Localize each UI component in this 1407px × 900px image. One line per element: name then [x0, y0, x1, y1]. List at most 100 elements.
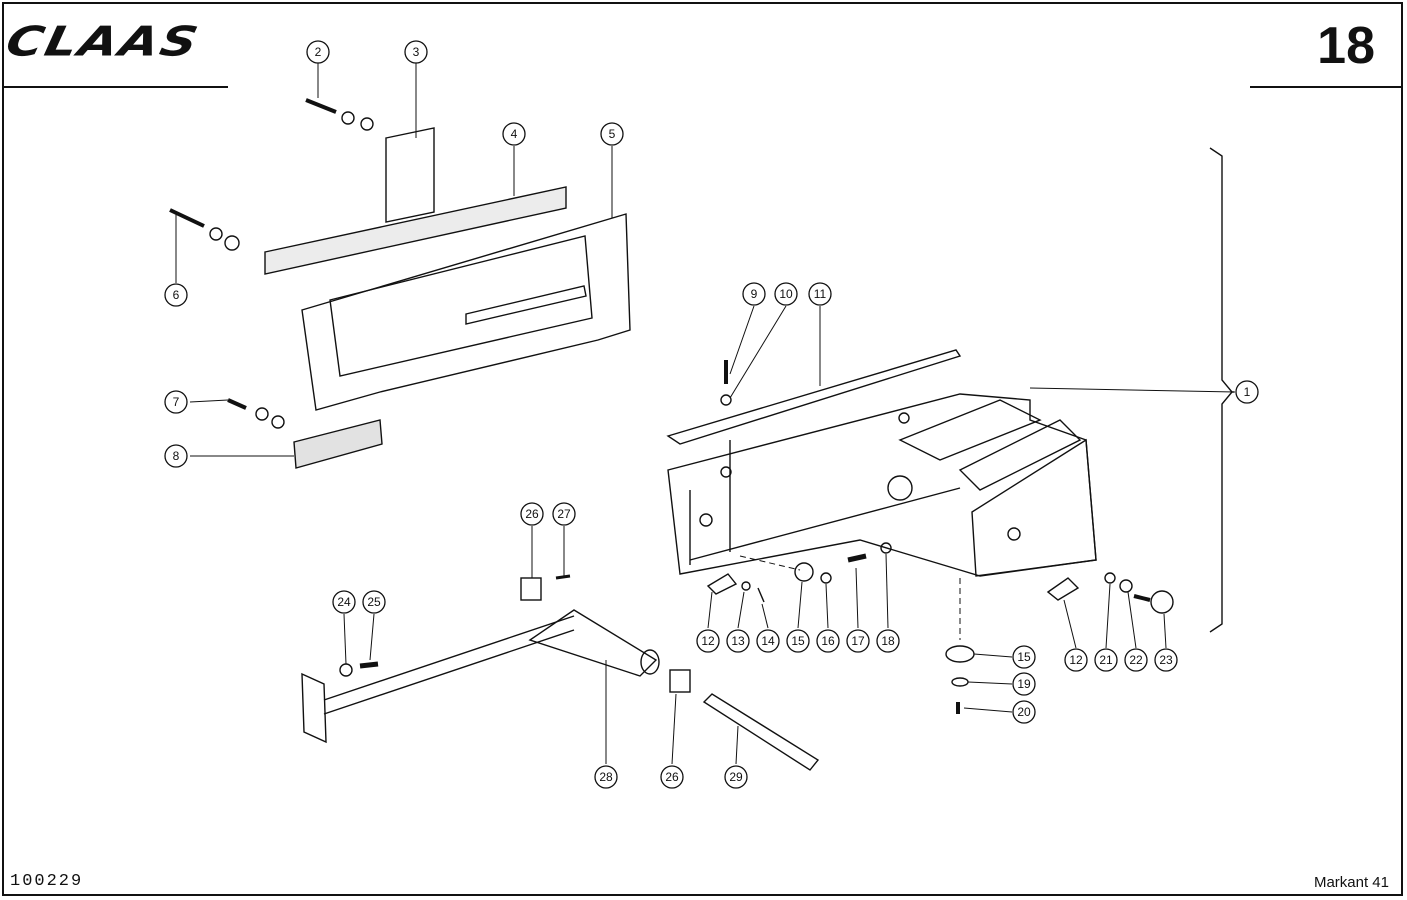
- washer-6: [209, 227, 223, 241]
- svg-text:21: 21: [1099, 653, 1113, 667]
- callout-7: 7: [164, 390, 188, 414]
- svg-text:4: 4: [511, 127, 518, 141]
- part-29-shaft: [702, 693, 820, 771]
- part-22: [1119, 579, 1133, 593]
- svg-text:5: 5: [609, 127, 616, 141]
- part-19: [951, 677, 969, 687]
- part-15-lower: [945, 645, 975, 663]
- svg-text:28: 28: [599, 770, 613, 784]
- part-18: [880, 542, 892, 554]
- part-bolt-7: [227, 398, 247, 410]
- nut-2: [360, 117, 374, 131]
- part-bolt-6: [169, 208, 205, 228]
- callout-11: 11: [808, 282, 832, 306]
- frame-top-rail: [666, 349, 962, 445]
- assembly-bracket: [1209, 147, 1233, 633]
- header-rule-left: [4, 86, 228, 88]
- svg-text:2: 2: [315, 45, 322, 59]
- callout-22: 22: [1124, 648, 1148, 672]
- callout-23: 23: [1154, 648, 1178, 672]
- callout-28: 28: [594, 765, 618, 789]
- part-15: [794, 562, 814, 582]
- part-16: [820, 572, 832, 584]
- frame-gusset-left: [898, 399, 1042, 461]
- part-25: [359, 661, 379, 669]
- callout-10: 10: [774, 282, 798, 306]
- svg-text:15: 15: [1017, 650, 1031, 664]
- part-21: [1104, 572, 1116, 584]
- callout-15: 15: [786, 629, 810, 653]
- frame-hole-left: [699, 513, 713, 527]
- svg-text:8: 8: [173, 449, 180, 463]
- callout-8: 8: [164, 444, 188, 468]
- part-27: [555, 574, 571, 580]
- svg-text:26: 26: [665, 770, 679, 784]
- callout-1: 1: [1235, 380, 1259, 404]
- svg-text:10: 10: [779, 287, 793, 301]
- callout-26-lower: 26: [660, 765, 684, 789]
- frame-nut-2: [898, 412, 910, 424]
- svg-text:12: 12: [701, 634, 715, 648]
- callout-29: 29: [724, 765, 748, 789]
- callout-6: 6: [164, 283, 188, 307]
- frame-hole: [1007, 527, 1021, 541]
- arm-tube-upper: [323, 615, 575, 701]
- part-28-triangle: [528, 609, 658, 677]
- part-strip-4: [264, 186, 567, 275]
- header-rule-right: [1250, 86, 1401, 88]
- frame-bearing: [887, 475, 913, 501]
- part-12-right: [1046, 577, 1080, 601]
- callout-13: 13: [726, 629, 750, 653]
- callout-18: 18: [876, 629, 900, 653]
- svg-text:13: 13: [731, 634, 745, 648]
- callout-26-upper: 26: [520, 502, 544, 526]
- callout-19: 19: [1012, 672, 1036, 696]
- arm-tube-lower: [323, 629, 575, 715]
- callout-27: 27: [552, 502, 576, 526]
- arm-bushing-end: [640, 649, 660, 675]
- part-nut-10: [720, 394, 732, 406]
- frame-box: [971, 438, 1097, 577]
- callout-17: 17: [846, 629, 870, 653]
- callout-3: 3: [404, 40, 428, 64]
- svg-text:1: 1: [1244, 385, 1251, 399]
- svg-text:15: 15: [791, 634, 805, 648]
- callout-20: 20: [1012, 700, 1036, 724]
- part-26-upper: [520, 577, 542, 601]
- svg-text:6: 6: [173, 288, 180, 302]
- callout-25: 25: [362, 590, 386, 614]
- part-13: [741, 581, 751, 591]
- page-number: 18: [1317, 17, 1375, 75]
- panel-slot: [465, 285, 587, 325]
- callout-21: 21: [1094, 648, 1118, 672]
- svg-text:26: 26: [525, 507, 539, 521]
- svg-text:22: 22: [1129, 653, 1143, 667]
- svg-text:12: 12: [1069, 653, 1083, 667]
- svg-text:27: 27: [557, 507, 571, 521]
- part-23-shank: [1133, 594, 1151, 602]
- svg-text:23: 23: [1159, 653, 1173, 667]
- nut-6: [224, 235, 240, 251]
- callout-5: 5: [600, 122, 624, 146]
- svg-text:9: 9: [751, 287, 758, 301]
- frame-lower-edge: [689, 487, 961, 561]
- part-24: [339, 663, 353, 677]
- frame-nut: [720, 466, 732, 478]
- svg-text:20: 20: [1017, 705, 1031, 719]
- callout-12: 12: [696, 629, 720, 653]
- panel-inner-frame: [329, 235, 593, 377]
- svg-text:25: 25: [367, 595, 381, 609]
- drawing-number: 100229: [10, 872, 84, 891]
- callout-9: 9: [742, 282, 766, 306]
- svg-text:3: 3: [413, 45, 420, 59]
- svg-text:14: 14: [761, 634, 775, 648]
- part-17: [847, 553, 867, 563]
- part-23: [1150, 590, 1174, 614]
- callout-12-right: 12: [1064, 648, 1088, 672]
- svg-text:16: 16: [821, 634, 835, 648]
- washer-2: [341, 111, 355, 125]
- svg-text:19: 19: [1017, 677, 1031, 691]
